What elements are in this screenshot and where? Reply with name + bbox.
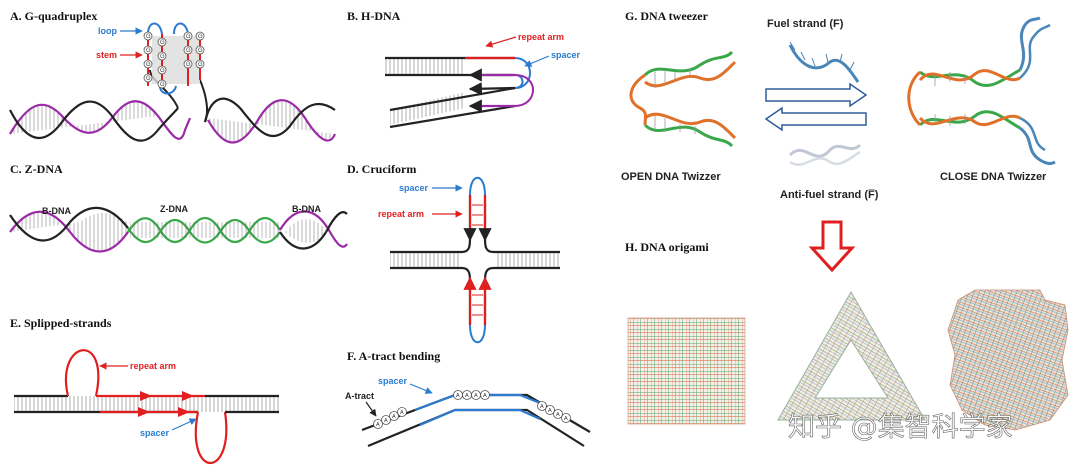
svg-text:G: G [160, 82, 165, 88]
b-dna-left-label: B-DNA [42, 206, 71, 216]
fuel-strand-label: Fuel strand (F) [767, 18, 844, 30]
g-quadruplex-structure: G G G G G G G G G G G G G G [143, 22, 205, 95]
svg-text:A: A [376, 422, 380, 428]
svg-text:G: G [198, 34, 203, 40]
svg-text:G: G [198, 48, 203, 54]
svg-text:A: A [384, 418, 388, 424]
panel-d-title: D. Cruciform [347, 162, 416, 176]
svg-text:A: A [540, 404, 544, 410]
svg-text:G: G [186, 34, 191, 40]
svg-text:G: G [146, 34, 151, 40]
svg-text:G: G [160, 40, 165, 46]
panel-g-title: G. DNA tweezer [625, 9, 709, 23]
svg-text:G: G [146, 62, 151, 68]
a-tract-beads: A A A A A A A A A A A A [373, 390, 571, 429]
anti-fuel-strand-label: Anti-fuel strand (F̅) [780, 189, 879, 201]
svg-text:A: A [392, 414, 396, 420]
svg-text:G: G [146, 76, 151, 82]
svg-text:G: G [198, 62, 203, 68]
tweezer-arrows [764, 82, 868, 132]
svg-text:A: A [548, 408, 552, 414]
slipped-repeat-arm-label: repeat arm [130, 361, 176, 371]
close-tweezer-label: CLOSE DNA Twizzer [940, 171, 1047, 183]
svg-text:A: A [483, 393, 487, 399]
panel-slipped-strands: E. Splipped-strands repeat arm spacer [10, 316, 279, 465]
svg-text:G: G [186, 62, 191, 68]
panel-a-title: A. G-quadruplex [10, 9, 97, 23]
a-tract-spacer-label: spacer [378, 376, 408, 386]
a-tract-label: A-tract [345, 391, 374, 401]
svg-text:A: A [564, 416, 568, 422]
origami-triangle [777, 290, 926, 421]
slipped-spacer-label: spacer [140, 428, 170, 438]
down-arrow [808, 220, 856, 273]
origami-rectangle [627, 317, 746, 425]
panel-c-title: C. Z-DNA [10, 162, 63, 176]
svg-text:A: A [474, 393, 478, 399]
panel-cruciform: D. Cruciform spacer repeat arm [347, 162, 560, 344]
z-dna-label: Z-DNA [160, 204, 188, 214]
svg-text:A: A [556, 412, 560, 418]
b-dna-right-label: B-DNA [292, 204, 321, 214]
h-dna-spacer-label: spacer [551, 50, 581, 60]
double-helix-a [9, 69, 337, 144]
panel-z-dna: C. Z-DNA B-DNA Z-DNA B-DNA [9, 162, 348, 253]
open-tweezer [629, 50, 737, 148]
svg-text:G: G [186, 48, 191, 54]
stem-label: stem [96, 50, 117, 60]
panel-f-title: F. A-tract bending [347, 349, 440, 363]
panel-b-title: B. H-DNA [347, 9, 401, 23]
svg-text:A: A [456, 393, 460, 399]
panel-a-tract-bending: F. A-tract bending A A A A A A A A A A A… [345, 349, 591, 448]
svg-text:G: G [146, 48, 151, 54]
svg-text:G: G [160, 54, 165, 60]
svg-text:A: A [400, 410, 404, 416]
cruciform-repeat-arm-label: repeat arm [378, 209, 424, 219]
panel-e-title: E. Splipped-strands [10, 316, 112, 330]
h-dna-repeat-arm-label: repeat arm [518, 32, 564, 42]
panel-dna-origami: H. DNA origami [625, 240, 1069, 431]
close-tweezer [907, 16, 1056, 165]
loop-label: loop [98, 26, 117, 36]
watermark: 知乎 @集智科学家 [788, 412, 1013, 443]
svg-text:G: G [160, 68, 165, 74]
panel-g-quadruplex: A. G-quadruplex G G G [9, 9, 337, 144]
origami-smiley [947, 289, 1069, 431]
svg-text:A: A [465, 393, 469, 399]
panel-h-title: H. DNA origami [625, 240, 709, 254]
guanine-beads: G G G G G G G G G G G G G G [143, 31, 205, 89]
cruciform-spacer-label: spacer [399, 183, 429, 193]
open-tweezer-label: OPEN DNA Twizzer [621, 171, 721, 183]
panel-dna-tweezer: G. DNA tweezer OPEN DNA Twizzer Fuel str… [621, 9, 1056, 273]
panel-h-dna: B. H-DNA repeat arm spacer [347, 9, 581, 129]
